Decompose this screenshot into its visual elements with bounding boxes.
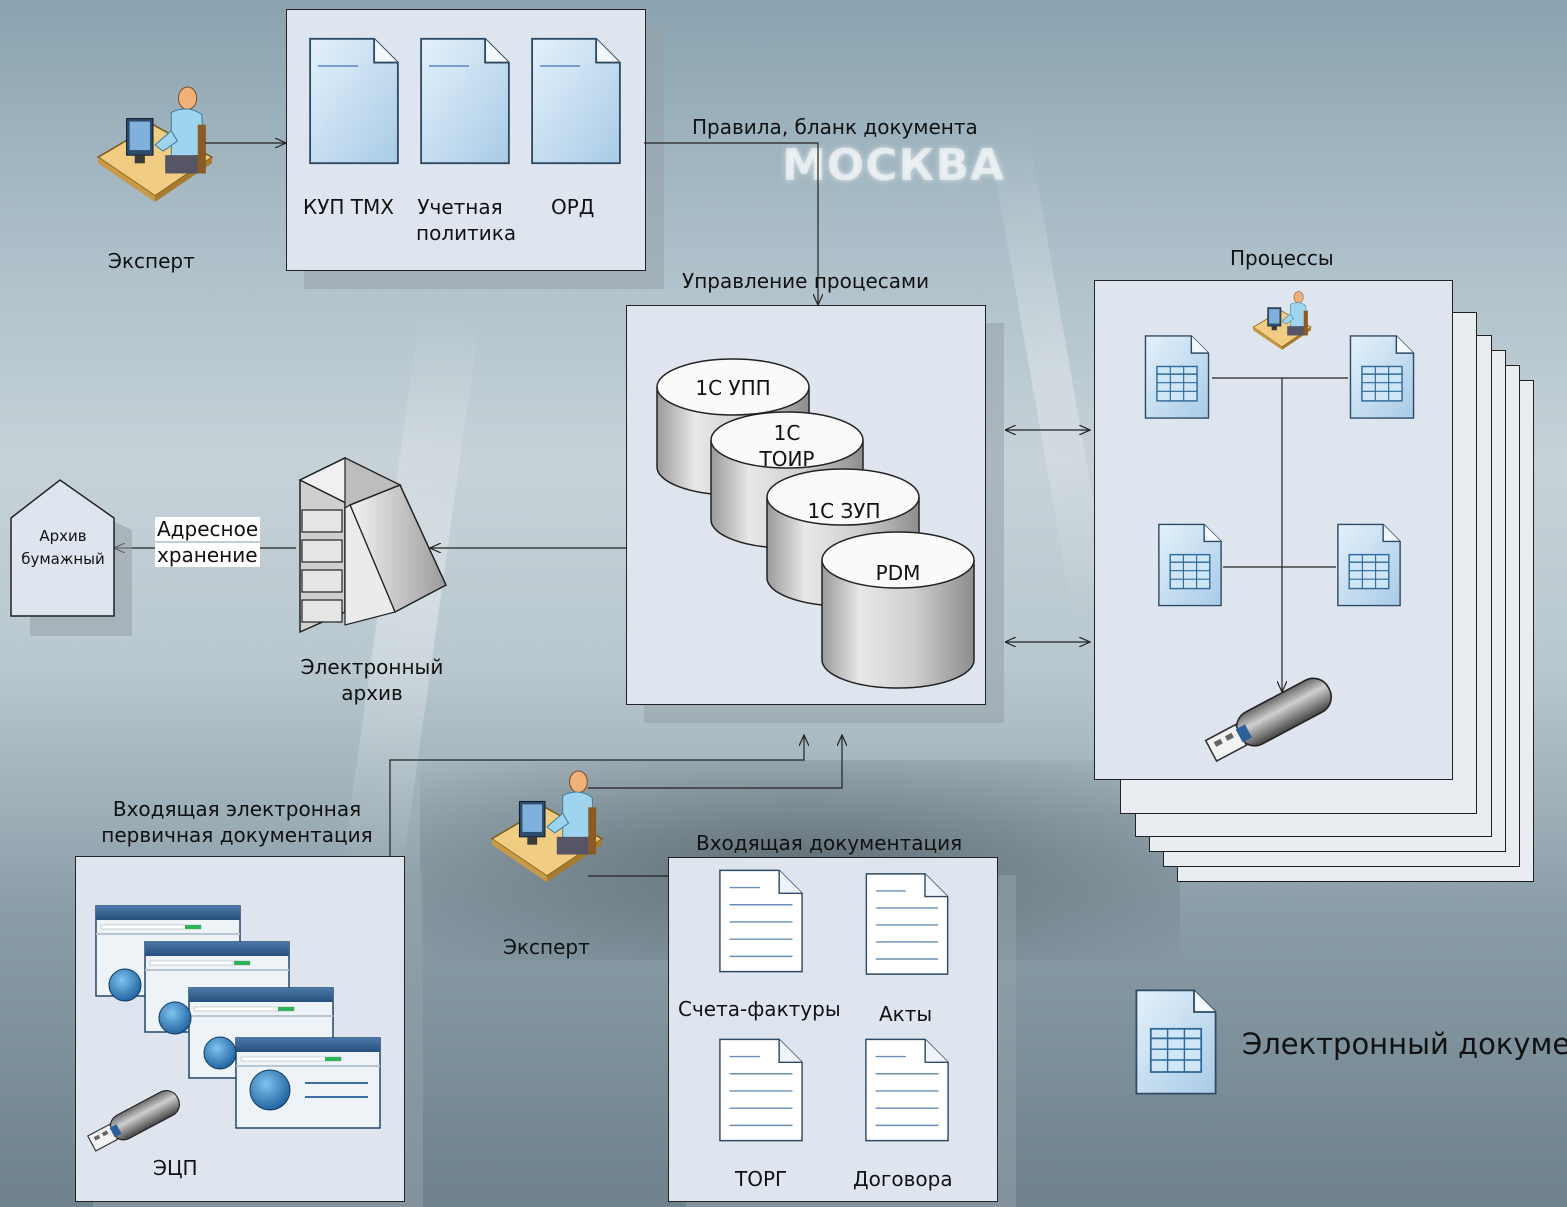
doc-ord-label: ОРД [551, 195, 595, 219]
arrow-incoming-docs-to-management [588, 735, 842, 789]
ord-page-icon [531, 37, 621, 165]
background-watermark: МОСКВА [782, 140, 1006, 191]
electronic-archive-line2: архив [341, 681, 403, 705]
address-storage-line2: хранение [155, 543, 260, 567]
globe-icon [158, 1001, 192, 1035]
paper-archive-line2: бумажный [21, 549, 105, 568]
incoming-docs-title: Входящая документация [696, 831, 963, 855]
globe-icon [108, 968, 142, 1002]
expert-bottom-icon [491, 770, 603, 883]
acts-doc-icon [865, 873, 949, 975]
torg-label: ТОРГ [735, 1167, 788, 1191]
process-management-title: Управление процесами [682, 269, 930, 293]
db-zup-label: 1С ЗУП [807, 499, 881, 523]
db-pdm-icon [821, 531, 975, 689]
legend-electronic-document-icon [1135, 989, 1217, 1095]
process-expert-icon [1252, 291, 1312, 351]
contracts-label: Договора [853, 1167, 953, 1191]
expert-bottom-label: Эксперт [503, 935, 590, 959]
process-usb-icon [1201, 672, 1338, 768]
kup-tmx-page-icon [309, 37, 399, 165]
contracts-doc-icon [865, 1038, 949, 1142]
address-storage-label: Адресное хранение [155, 516, 261, 568]
expert-top-icon [97, 86, 213, 203]
doc-accounting-policy-line2: политика [416, 221, 517, 245]
doc-accounting-policy-label: Учетная политика [416, 194, 516, 246]
electronic-archive-label: Электронный архив [290, 654, 454, 706]
invoices-label: Счета-фактуры [678, 997, 841, 1021]
globe-icon [249, 1069, 291, 1111]
process-doc-mid-left-icon [1158, 523, 1222, 607]
paper-archive-label: Архив бумажный [11, 525, 115, 570]
rules-arrow-label: Правила, бланк документа [692, 115, 978, 139]
electronic-archive-line1: Электронный [300, 655, 444, 679]
acts-label: Акты [879, 1002, 933, 1026]
arrow-incoming-electronic-to-management [389, 735, 804, 856]
signature-label: ЭЦП [153, 1156, 198, 1180]
legend-electronic-document-label: Электронный документ [1242, 1027, 1567, 1061]
processes-title: Процессы [1230, 246, 1334, 270]
doc-kup-tmx-label: КУП ТМХ [303, 195, 394, 219]
process-doc-top-right-icon [1349, 335, 1415, 419]
process-doc-mid-right-icon [1337, 523, 1401, 607]
accounting-policy-page-icon [420, 37, 510, 165]
doc-accounting-policy-line1: Учетная [417, 195, 503, 219]
expert-top-label: Эксперт [108, 249, 195, 273]
db-toir-line1: 1С [773, 421, 801, 445]
incoming-electronic-line2: первичная документация [101, 823, 373, 847]
torg-doc-icon [719, 1038, 803, 1142]
db-toir-label: 1С ТОИР [737, 420, 837, 472]
paper-archive-line1: Архив [39, 527, 87, 545]
paper-archive-icon [10, 479, 132, 636]
db-upp-label: 1С УПП [695, 376, 771, 400]
db-pdm-label: PDM [875, 561, 921, 585]
process-doc-top-left-icon [1144, 335, 1210, 419]
arrow-rules-to-management [644, 142, 818, 305]
incoming-electronic-title: Входящая электронная первичная документа… [92, 796, 382, 848]
address-storage-line1: Адресное [155, 517, 261, 541]
db-toir-line2: ТОИР [759, 447, 815, 471]
signature-usb-icon [85, 1085, 185, 1156]
incoming-electronic-line1: Входящая электронная [112, 797, 362, 821]
electronic-archive-icon [298, 456, 447, 634]
invoices-doc-icon [719, 869, 803, 973]
globe-icon [203, 1036, 237, 1070]
